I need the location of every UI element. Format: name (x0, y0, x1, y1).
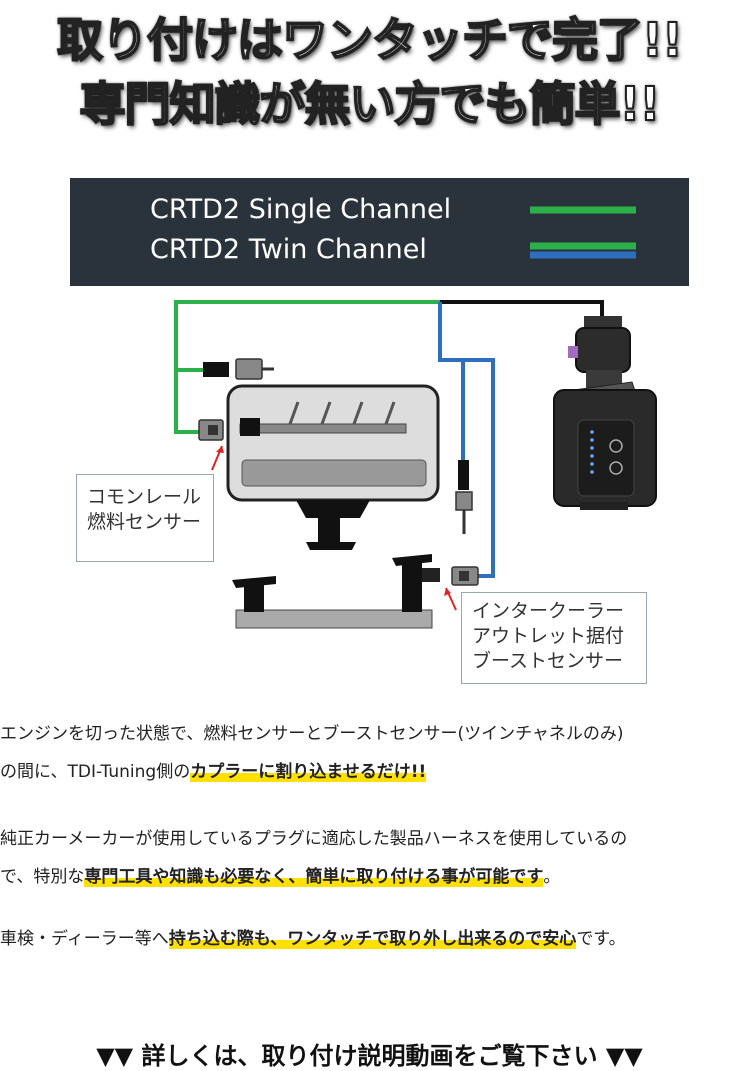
p3-highlight: 持ち込む際も、ワンタッチで取り外し出来るので安心 (168, 929, 577, 949)
fuel-sensor-connector-top (203, 358, 274, 380)
fuel-callout-line-2: 燃料センサー (87, 511, 202, 533)
tuning-box-illustration (553, 316, 657, 510)
paragraph-2: 純正カーメーカーが使用しているプラグに適応した製品ハーネスを使用しているの で、… (0, 820, 739, 896)
p2-line-2: で、特別な専門工具や知識も必要なく、簡単に取り付ける事が可能です。 (0, 858, 739, 896)
p2-line-2-text: で、特別な (0, 867, 85, 887)
legend-box (70, 178, 689, 286)
green-wire (174, 300, 440, 434)
headline-line-2: 専門知識が無い方でも簡単!! (79, 76, 662, 132)
p1-highlight: カプラーに割り込ませるだけ!! (190, 762, 427, 782)
p2-line-2-end: 。 (543, 867, 561, 887)
fuel-sensor-connector-rail (198, 419, 224, 441)
boost-callout-line-1: インタークーラー (472, 600, 625, 622)
p1-line-2-text: の間に、TDI-Tuning側の (0, 762, 191, 782)
intercooler-pipe-illustration (232, 554, 440, 629)
headline-line-1: 取り付けはワンタッチで完了!! (56, 12, 684, 68)
black-wire (440, 300, 604, 316)
fuel-sensor-callout: コモンレール 燃料センサー (76, 474, 214, 562)
video-link-footer[interactable]: ▼▼ 詳しくは、取り付け説明動画をご覧下さい ▼▼ (96, 1042, 643, 1070)
boost-callout-line-3: ブーストセンサー (472, 650, 624, 672)
p3-end: です。 (576, 929, 626, 949)
paragraph-1: エンジンを切った状態で、燃料センサーとブーストセンサー(ツインチャネルのみ) の… (0, 715, 739, 791)
boost-sensor-connector-vertical (455, 460, 473, 534)
boost-sensor-connector-pipe (451, 566, 479, 586)
p2-line-1: 純正カーメーカーが使用しているプラグに適応した製品ハーネスを使用しているの (0, 829, 628, 849)
wiring-diagram: CRTD2 Single Channel CRTD2 Twin Channel (70, 178, 689, 629)
boost-sensor-callout: インタークーラー アウトレット据付 ブーストセンサー (461, 592, 647, 684)
fuel-rail-illustration (226, 384, 440, 550)
p3-line: 車検・ディーラー等へ持ち込む際も、ワンタッチで取り外し出来るので安心です。 (0, 920, 739, 958)
p2-highlight: 専門工具や知識も必要なく、簡単に取り付ける事が可能です (84, 867, 544, 887)
legend-twin-label: CRTD2 Twin Channel (150, 234, 427, 265)
boost-callout-line-2: アウトレット据付 (472, 625, 625, 647)
fuel-callout-line-1: コモンレール (87, 486, 202, 508)
p1-line-2: の間に、TDI-Tuning側のカプラーに割り込ませるだけ!! (0, 753, 739, 791)
p3-text: 車検・ディーラー等へ (0, 929, 169, 949)
p1-line-1: エンジンを切った状態で、燃料センサーとブーストセンサー(ツインチャネルのみ) (0, 724, 624, 744)
legend-single-label: CRTD2 Single Channel (150, 194, 451, 225)
paragraph-3: 車検・ディーラー等へ持ち込む際も、ワンタッチで取り外し出来るので安心です。 (0, 920, 739, 958)
blue-wire (438, 302, 495, 578)
